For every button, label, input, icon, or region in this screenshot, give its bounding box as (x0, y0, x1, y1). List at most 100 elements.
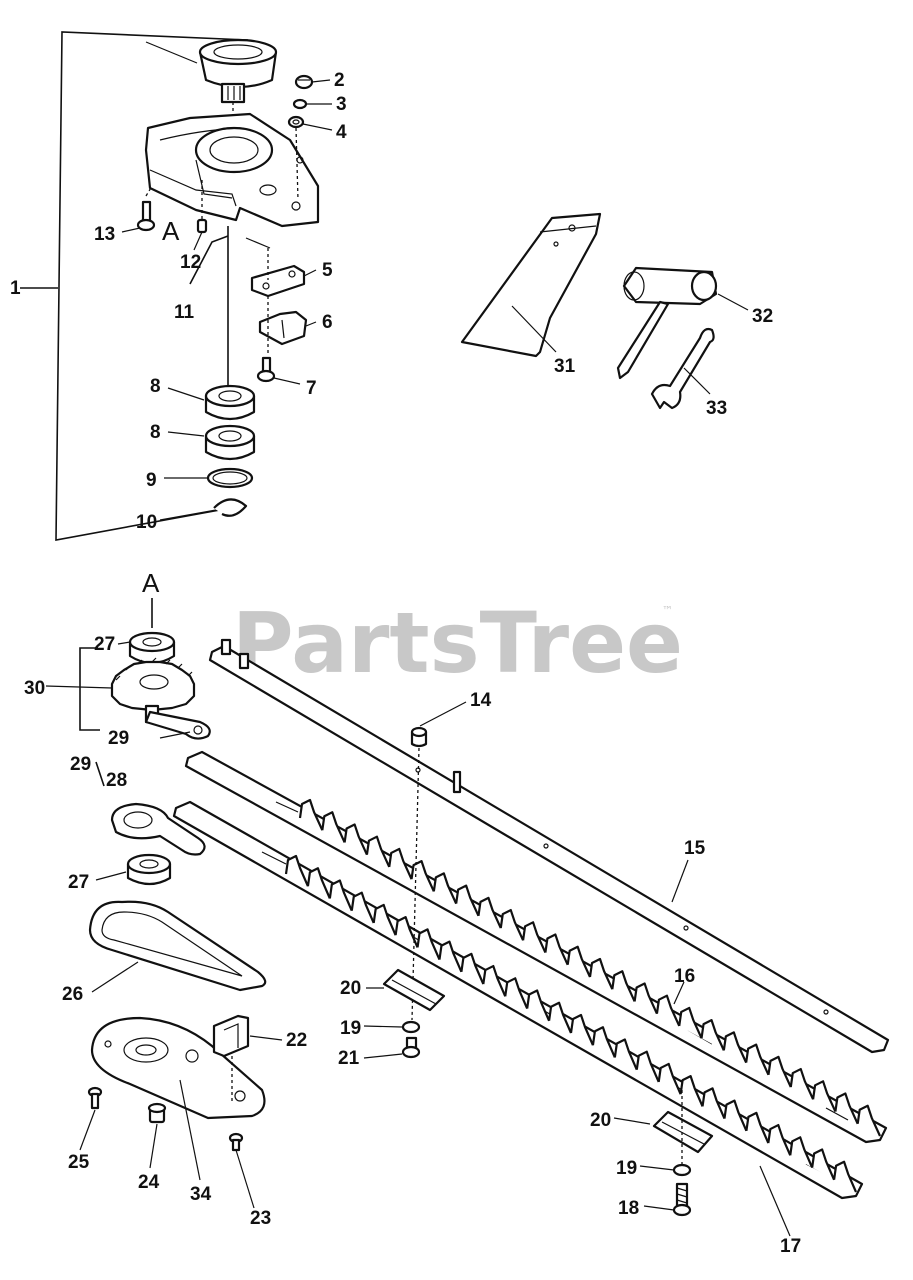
blade-tooth (544, 933, 569, 966)
callout-8-lower: 8 (150, 422, 161, 443)
blade-tooth (284, 854, 309, 887)
gearbox-assembly-bracket (20, 31, 249, 541)
blade-guide-plate-upper[interactable] (382, 968, 446, 1012)
needle-bearing-lower[interactable] (126, 853, 172, 886)
bolt-24[interactable] (147, 1102, 167, 1124)
gear-case[interactable] (144, 112, 320, 228)
blade-tooth (657, 1062, 682, 1095)
blade-tooth (856, 1104, 882, 1137)
needle-bearing-upper[interactable] (128, 631, 176, 665)
callout-34: 34 (190, 1184, 212, 1205)
washer[interactable] (287, 115, 305, 129)
screw-25[interactable] (87, 1086, 103, 1110)
reference-letter-a-upper: A (162, 216, 180, 246)
spark-plug-wrench[interactable] (616, 266, 718, 380)
blade-tooth (700, 1019, 725, 1051)
blade-tooth (611, 970, 636, 1002)
callout-30: 30 (24, 678, 45, 699)
bolt-21[interactable] (401, 1036, 421, 1059)
blade-tooth (613, 1038, 638, 1071)
blade-tooth (328, 879, 353, 912)
blade-tooth (588, 957, 614, 990)
blade-tooth (455, 884, 480, 917)
blade-tooth (569, 1013, 594, 1046)
retaining-ring-9[interactable] (206, 467, 254, 489)
blade-tooth (679, 1075, 704, 1107)
callout-3: 3 (336, 94, 347, 115)
blade-tooth (394, 916, 419, 948)
gear-housing-cap[interactable] (198, 38, 278, 104)
callout-2: 2 (334, 70, 345, 91)
open-end-wrench[interactable] (650, 327, 715, 410)
blade-tooth (460, 952, 485, 985)
clip[interactable] (258, 310, 308, 346)
blade-tooth (365, 835, 391, 868)
blade-tooth (789, 1136, 814, 1168)
lower-blade-teeth (284, 854, 858, 1193)
callout-10: 10 (136, 512, 157, 533)
eccentric-washer[interactable] (110, 802, 206, 856)
snap-ring-10[interactable] (213, 498, 248, 517)
drive-gear[interactable] (110, 657, 196, 724)
blade-guide-plate-lower[interactable] (652, 1110, 714, 1154)
callout-18: 18 (618, 1198, 639, 1219)
callout-4: 4 (336, 122, 347, 143)
upper-blade-teeth (298, 798, 882, 1137)
nut[interactable] (294, 74, 314, 90)
callout-9: 9 (146, 470, 157, 491)
blade-tooth (591, 1026, 616, 1058)
blade-tooth (722, 1031, 748, 1064)
blade-support-bar[interactable] (208, 638, 890, 1054)
bracket-plate[interactable] (250, 264, 306, 298)
blade-tooth (723, 1099, 748, 1132)
blade-tooth (526, 989, 551, 1022)
washer-19-upper[interactable] (401, 1020, 421, 1034)
blade-tooth (343, 823, 368, 856)
callout-13: 13 (94, 224, 115, 245)
blade-tooth (811, 1148, 836, 1181)
blade-tooth (477, 896, 502, 929)
callout-24: 24 (138, 1172, 160, 1193)
blade-tooth (547, 1001, 573, 1034)
callout-20-lower: 20 (590, 1110, 611, 1131)
ball-bearing-upper[interactable] (204, 384, 256, 421)
callout-8-upper: 8 (150, 376, 161, 397)
blade-tooth (745, 1111, 770, 1144)
blade-tooth (432, 872, 458, 905)
bolt-18[interactable] (672, 1182, 692, 1217)
callout-22: 22 (286, 1030, 307, 1051)
washer-19-lower[interactable] (672, 1163, 692, 1177)
screw-23[interactable] (228, 1132, 244, 1152)
blade-tooth (388, 847, 413, 880)
gasket[interactable] (88, 900, 267, 992)
callout-7: 7 (306, 378, 317, 399)
callout-20-upper: 20 (340, 978, 361, 999)
leader-lines (45, 41, 791, 1237)
blade-tooth (566, 945, 592, 978)
spring-washer[interactable] (292, 98, 308, 110)
callout-29-upper: 29 (108, 728, 129, 749)
screw-13[interactable] (136, 200, 156, 232)
callout-19-lower: 19 (616, 1158, 637, 1179)
callout-14: 14 (470, 690, 492, 711)
blade-tooth (298, 798, 324, 831)
dowel-pin[interactable] (196, 218, 208, 234)
connecting-rod-upper[interactable] (144, 710, 211, 740)
ball-bearing-lower[interactable] (204, 424, 256, 461)
callout-11: 11 (174, 302, 195, 323)
blade-tooth (499, 908, 525, 941)
blade-guide-bracket[interactable] (212, 1014, 250, 1058)
callout-33: 33 (706, 398, 727, 419)
callout-1: 1 (10, 278, 21, 299)
callout-19-upper: 19 (340, 1018, 361, 1039)
blade-tooth (767, 1123, 792, 1156)
lower-gear-cover[interactable] (90, 1016, 266, 1120)
collar-nut[interactable] (410, 726, 428, 748)
blade-cover[interactable] (460, 212, 602, 358)
screw-7[interactable] (256, 356, 276, 383)
callout-32: 32 (752, 306, 773, 327)
blade-tooth (745, 1043, 770, 1076)
blade-tooth (521, 921, 547, 953)
blade-tooth (789, 1067, 815, 1100)
